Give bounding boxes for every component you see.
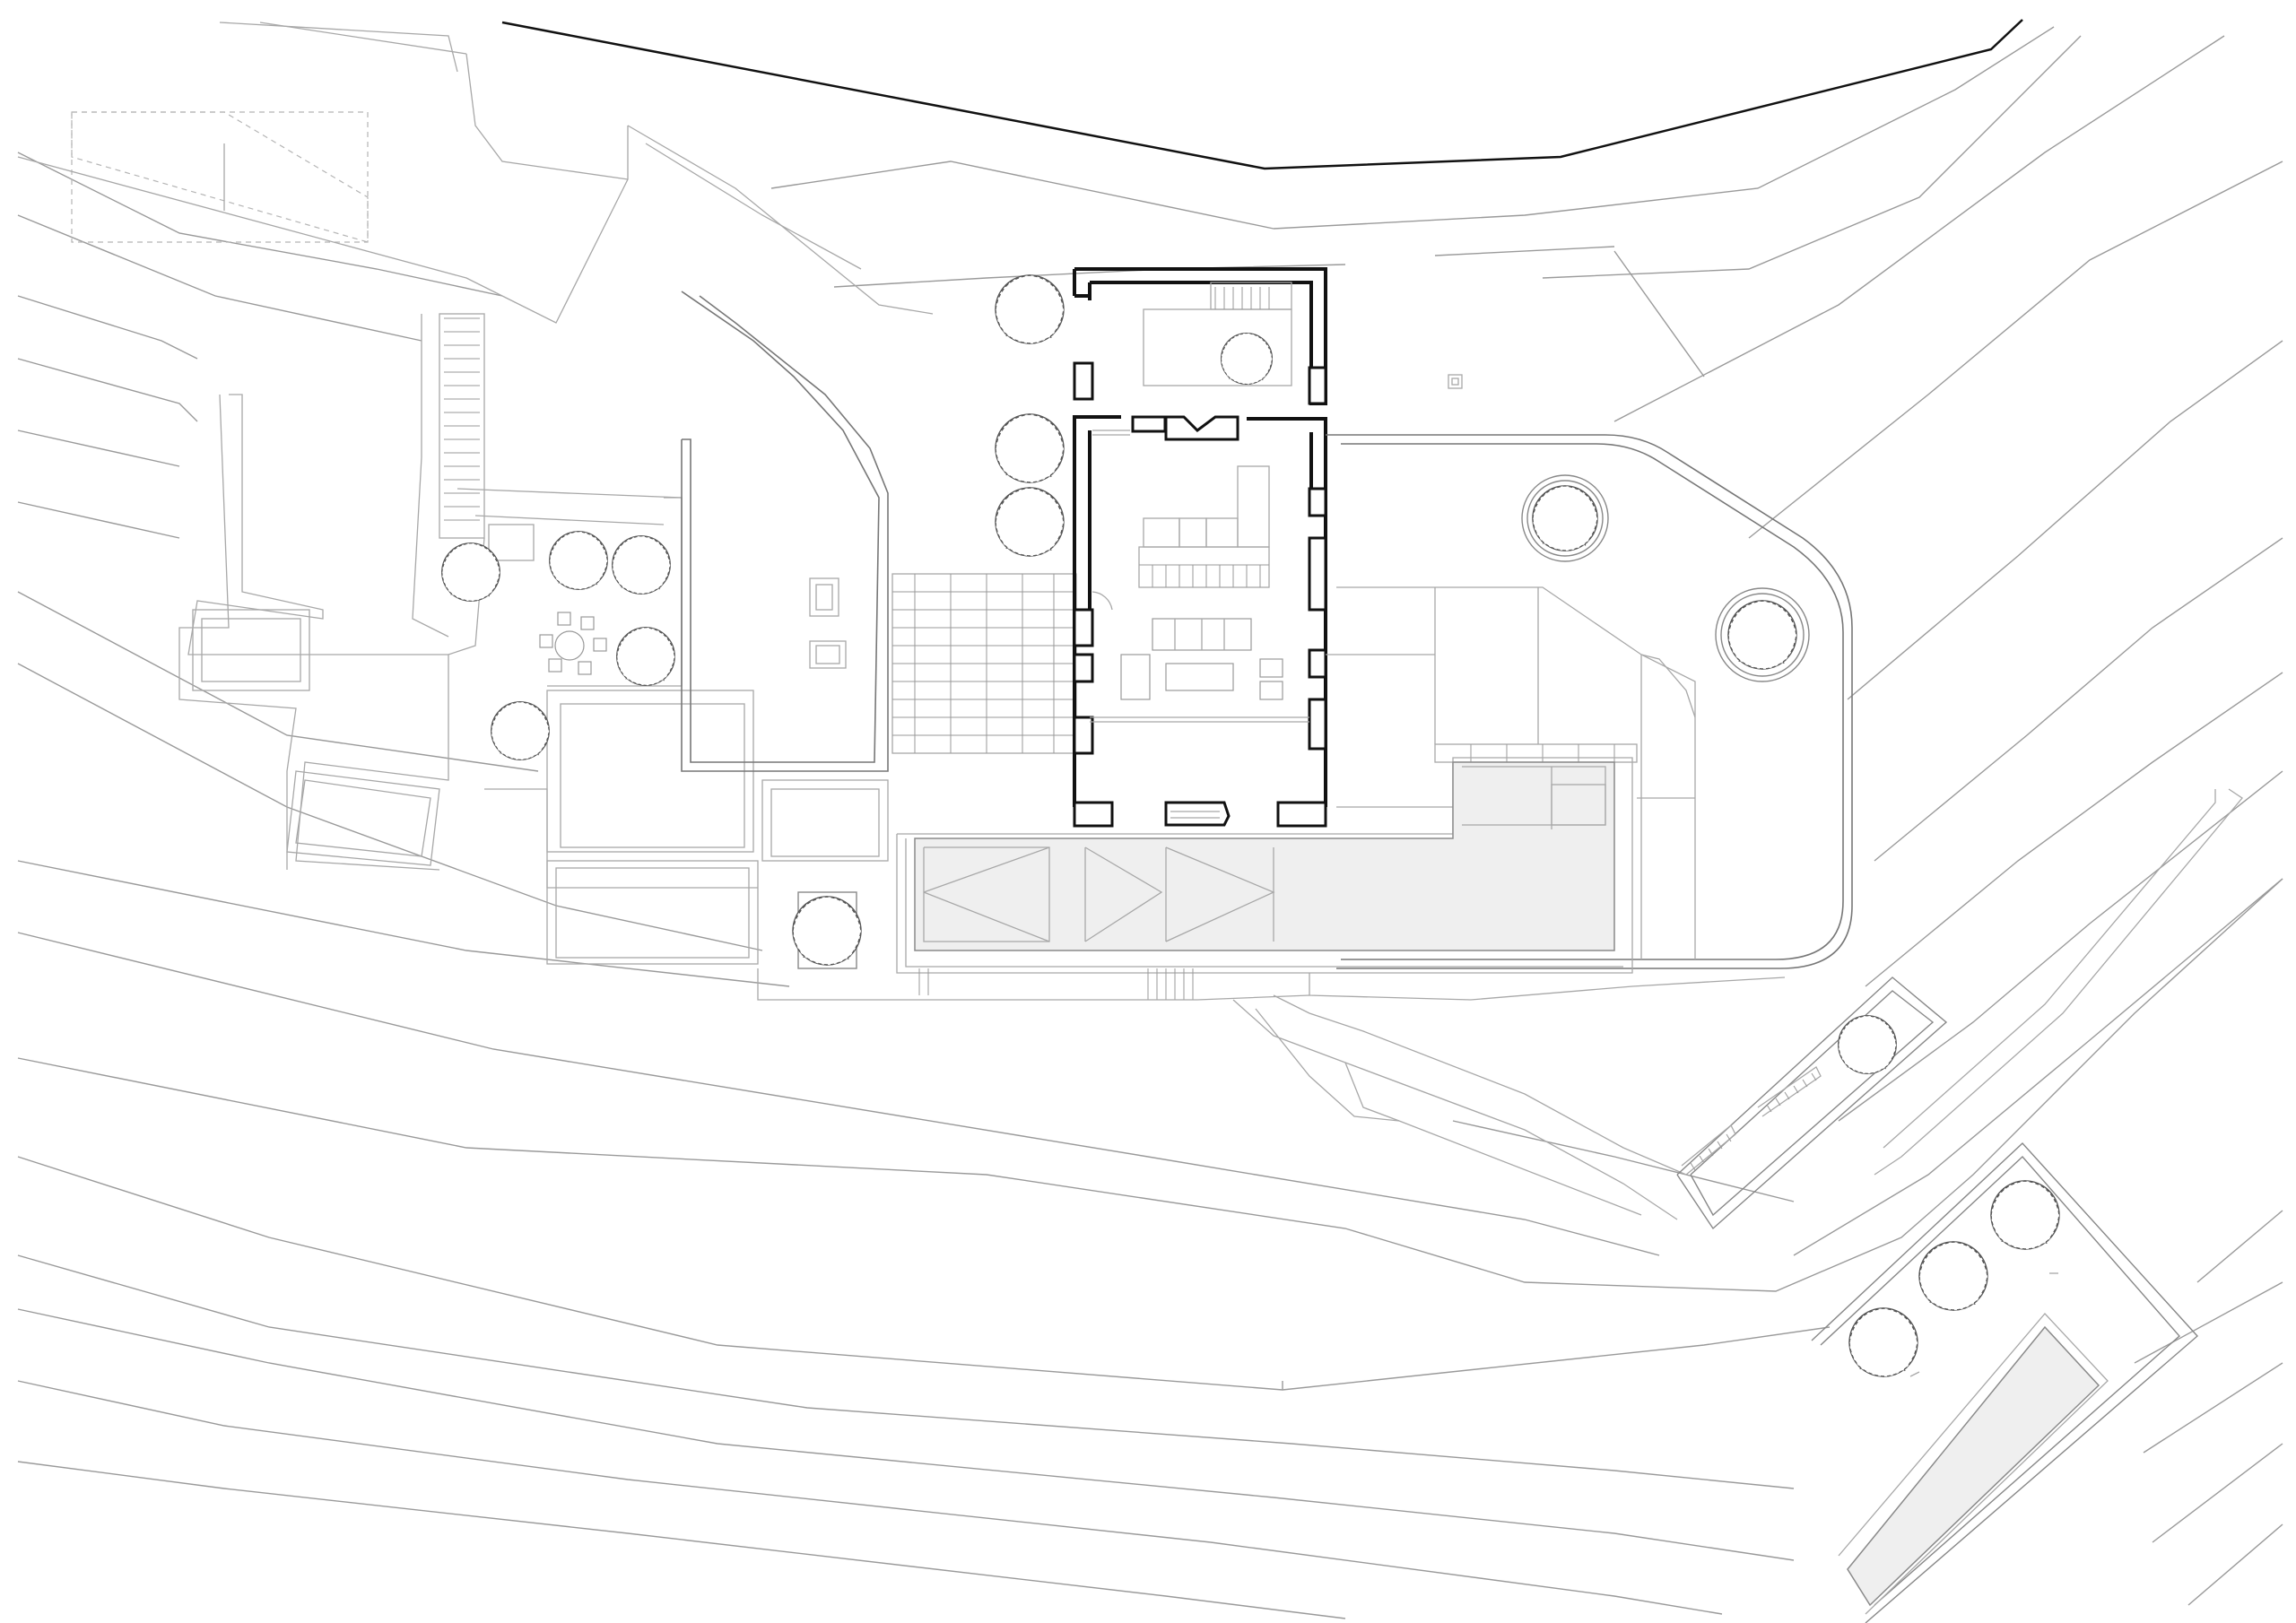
tree-icon bbox=[441, 542, 500, 602]
tree-icon bbox=[616, 627, 675, 686]
tree-icon bbox=[549, 531, 608, 590]
tree-icon bbox=[1848, 1307, 1918, 1377]
tree-icon bbox=[792, 896, 862, 966]
pool-steps bbox=[918, 968, 1194, 1000]
tree-icon bbox=[1918, 1241, 1988, 1311]
trees bbox=[441, 274, 2060, 1377]
tree-icon bbox=[1532, 485, 1598, 551]
pool bbox=[757, 757, 1786, 1001]
garden-table bbox=[539, 612, 607, 675]
tree-icon bbox=[1990, 1180, 2060, 1250]
north-road-edge bbox=[501, 19, 2023, 170]
tree-icon bbox=[1220, 332, 1274, 386]
contour-lines bbox=[17, 26, 2283, 1619]
tree-icon bbox=[995, 487, 1065, 557]
central-volume bbox=[681, 291, 1077, 862]
main-house bbox=[1073, 267, 1327, 828]
tree-icon bbox=[491, 701, 550, 760]
tree-icon bbox=[612, 535, 671, 595]
south-east-gardens bbox=[1232, 788, 2243, 1623]
west-stair bbox=[444, 317, 480, 521]
tree-icon bbox=[995, 274, 1065, 344]
tree-icon bbox=[995, 413, 1065, 483]
west-terraces bbox=[17, 22, 934, 965]
se-stair bbox=[1681, 1066, 1822, 1176]
tree-icon bbox=[1838, 1015, 1897, 1074]
east-terrace bbox=[1326, 374, 1853, 969]
tree-icon bbox=[1727, 600, 1797, 670]
